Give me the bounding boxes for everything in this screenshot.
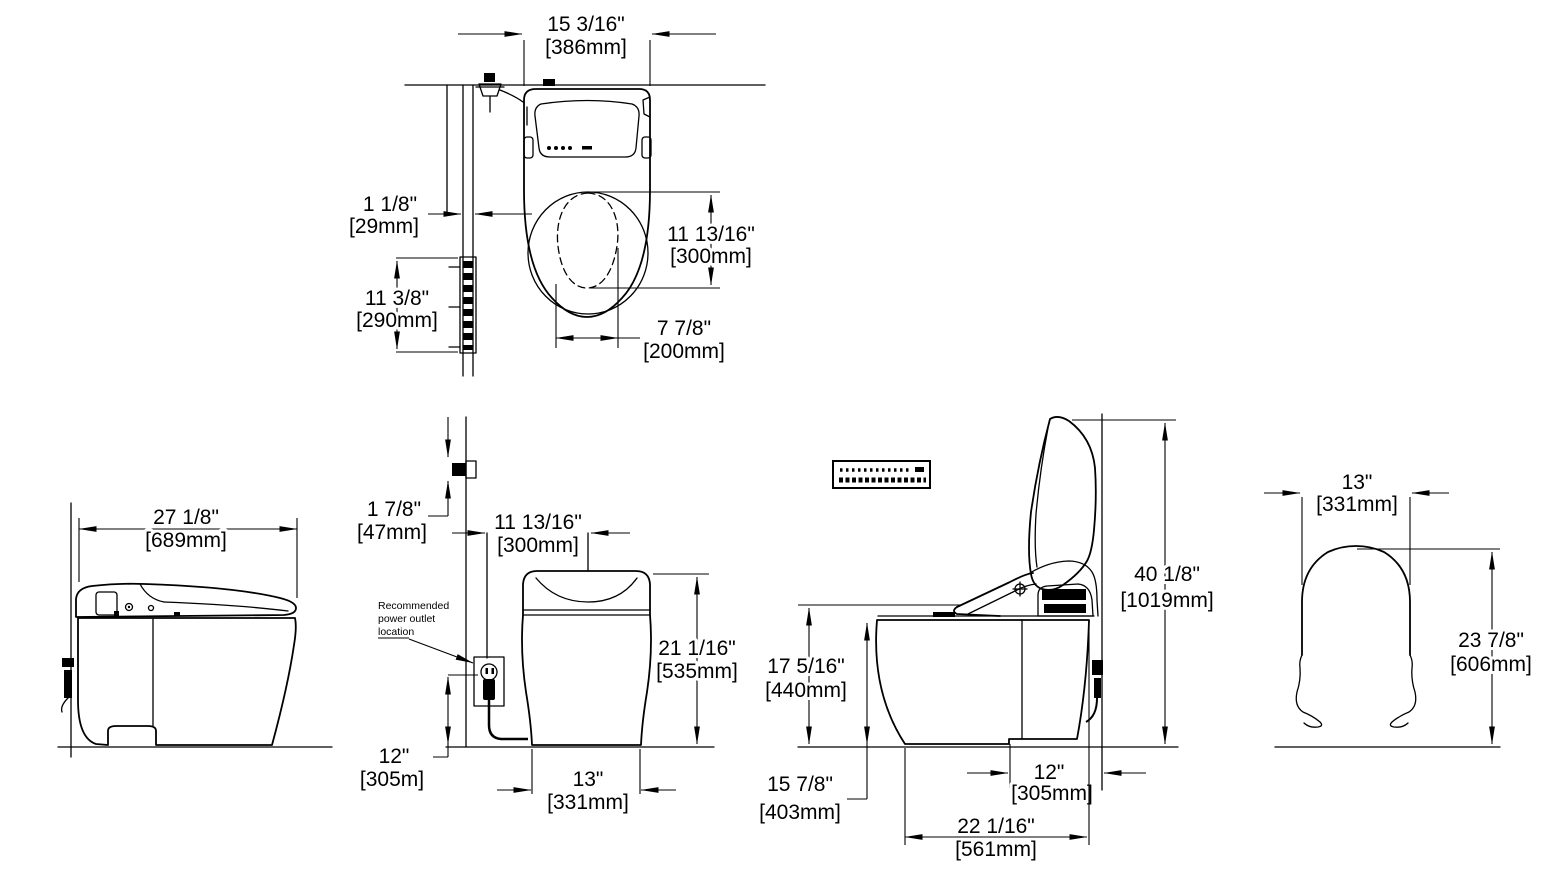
hinge-tab-left [523,136,534,159]
dim-label: [300mm] [670,245,752,268]
dim-top-bracket: 11 3/8" [290mm] [353,257,458,353]
dim-label: [331mm] [547,791,629,814]
dim-top-width: 15 3/16" [386mm] [458,13,716,86]
dim-top-bowl-width: 7 7/8" [200mm] [555,248,728,366]
note-line: Recommended [378,600,449,612]
panel-cutout [95,591,118,616]
dim-label: 12" [1034,761,1065,784]
dim-label: [606mm] [1450,653,1532,676]
dim-label: 11 13/16" [667,223,755,246]
dim-side-depth: 27 1/8" [689mm] [78,503,298,598]
dim-label: [29mm] [349,215,419,238]
dim-label: 21 1/16" [658,637,736,660]
dim-label: 22 1/16" [957,815,1035,838]
dim-label: [689mm] [145,529,227,552]
dim-label: 11 3/8" [365,287,429,310]
dim-rough-in: 12" [305mm] [967,744,1146,808]
dim-label: [300mm] [497,534,579,557]
dim-label: 12" [379,745,410,768]
detail-mark [174,612,180,616]
dim-label: [535mm] [656,660,738,683]
dim-front-base-width: 13" [331mm] [497,749,676,814]
dim-label: [200mm] [643,340,725,363]
dim-label: [403mm] [759,801,841,824]
power-cord [487,700,528,741]
front-view: 1 7/8" [47mm] 11 13/16" [300mm] Recommen… [357,416,741,814]
ceramic-base-profile [77,617,297,746]
dim-open-height: 40 1/8" [1019mm] [1072,419,1217,745]
body-seams [522,609,651,616]
dim-label: 15 7/8" [767,773,833,796]
inlet-mark [543,79,555,86]
supply-stop-side [60,658,74,713]
hinge-tab-right [641,136,652,159]
toilet-front-profile [521,570,652,746]
dim-label: [305mm] [1011,782,1093,805]
seat-cover-profile [75,582,297,618]
dim-label: [331mm] [1316,493,1398,516]
dim-label: [290mm] [356,309,438,332]
edge-notch [642,96,651,118]
rear-view: 13" [331mm] 23 7/8" [606mm] [1264,471,1535,748]
bowl-water-line [556,192,619,289]
side-view-closed: 27 1/8" [689mm] [57,502,333,758]
dim-label: [386mm] [545,36,627,59]
dim-label: 13" [573,768,604,791]
remote-control [832,460,931,489]
detail-mark [114,611,119,616]
lid-front-arc [535,577,638,603]
side-button [124,602,134,612]
ceramic-base [875,619,1090,745]
dim-label: [47mm] [357,521,427,544]
dim-label: [305m] [360,768,424,791]
lid-rear-silhouette [1295,545,1417,728]
bowl-rim [527,191,649,315]
dim-top-bowl-length: 11 13/16" [300mm] [589,191,758,289]
dim-rear-height: 23 7/8" [606mm] [1357,548,1535,745]
dim-front-supply: 1 7/8" [47mm] [357,417,451,544]
dim-label: 23 7/8" [1458,629,1524,652]
dim-label: 40 1/8" [1134,563,1200,586]
top-view: 15 3/16" [386mm] 1 1/8" [29mm] 11 3/8" [… [349,13,766,377]
dim-rim-height: 15 7/8" [403mm] [759,622,870,824]
dim-label: [440mm] [765,679,847,702]
toilet-footprint [523,88,651,318]
wall-cord [1085,660,1103,723]
dim-front-height: 21 1/16" [535mm] [653,573,741,745]
side-button [147,604,155,612]
control-buttons [547,146,592,150]
dim-label: 1 1/8" [363,193,417,216]
note-line: location [378,626,414,638]
dim-label: [561mm] [955,838,1037,861]
open-lid [1028,416,1097,591]
dim-label: 1 7/8" [367,498,421,521]
shutoff-valve-icon [475,73,524,113]
dim-label: 27 1/8" [153,506,219,529]
dim-rear-width: 13" [331mm] [1264,471,1449,585]
supply-bracket [448,256,477,354]
dim-label: 7 7/8" [657,317,711,340]
supply-stop-front [452,460,477,479]
dim-seat-height: 17 5/16" [440mm] [762,604,960,745]
note-line: power outlet [378,613,435,625]
side-view-open: 40 1/8" [1019mm] 17 5/16" [440mm] 15 7/8… [759,413,1217,864]
outlet-note: Recommended power outlet location [378,600,474,664]
tank-lid [534,99,640,158]
dim-front-centerline: 11 13/16" [300mm] [452,511,630,571]
lid-edge-seam [163,601,289,612]
dim-label: [1019mm] [1120,589,1213,612]
dim-top-wall-gap: 1 1/8" [29mm] [349,193,532,238]
dim-label: 15 3/16" [547,13,625,36]
dim-label: 17 5/16" [767,655,845,678]
dim-label: 11 13/16" [494,511,582,534]
lid-inner-line [1034,427,1049,568]
power-outlet [473,656,528,741]
hinge-seam [139,583,165,603]
dim-base-depth: 22 1/16" [561mm] [904,628,1090,864]
dim-front-outlet-height: 12" [305m] [360,674,478,791]
dim-label: 13" [1342,471,1373,494]
